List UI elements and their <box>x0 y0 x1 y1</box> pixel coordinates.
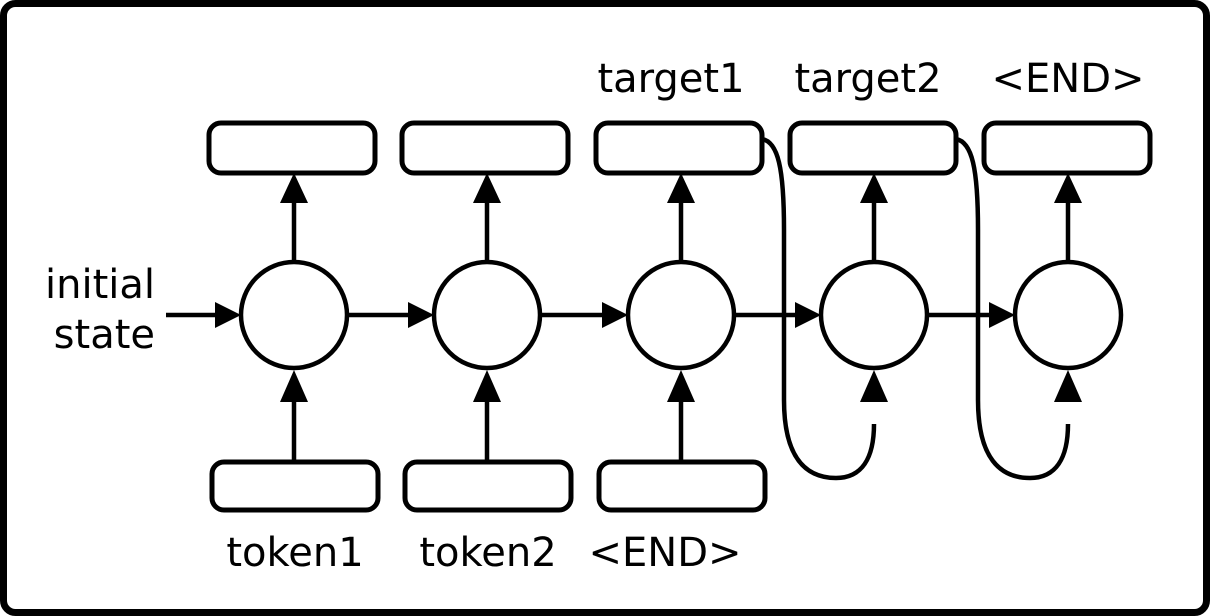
feedback-curve-2-to-3 <box>761 136 888 481</box>
input-box-0[interactable] <box>209 459 381 513</box>
input-box-2[interactable] <box>596 459 768 513</box>
rnn-cell-3[interactable] <box>818 259 930 371</box>
rnn-cell-2[interactable] <box>625 259 737 371</box>
output-label-end: <END> <box>991 56 1144 102</box>
input-box-1[interactable] <box>402 459 574 513</box>
recurrent-link-1-2 <box>540 302 628 328</box>
input-link-1 <box>473 370 501 462</box>
input-label-token1: token1 <box>226 530 363 576</box>
output-label-target2: target2 <box>794 56 941 102</box>
rnn-cell-0[interactable] <box>238 259 350 371</box>
initial-state-arrow <box>166 302 241 328</box>
output-link-0 <box>280 173 308 262</box>
input-label-token2: token2 <box>419 530 556 576</box>
rnn-cell-1[interactable] <box>431 259 543 371</box>
output-box-3[interactable] <box>787 120 959 176</box>
output-link-2 <box>667 173 695 262</box>
output-box-4[interactable] <box>981 120 1153 176</box>
output-label-target1: target1 <box>597 56 744 102</box>
initial-state-label-line1: initial <box>45 262 155 308</box>
recurrent-link-3-4 <box>927 302 1015 328</box>
output-box-1[interactable] <box>399 120 571 176</box>
output-box-2[interactable] <box>593 120 765 176</box>
output-box-0[interactable] <box>206 120 378 176</box>
feedback-curve-3-to-4 <box>955 136 1082 481</box>
rnn-cell-4[interactable] <box>1012 259 1124 371</box>
recurrent-link-2-3 <box>734 302 821 328</box>
input-label-end: <END> <box>588 530 741 576</box>
initial-state-label-line2: state <box>54 312 155 358</box>
output-link-3 <box>860 173 888 262</box>
input-link-2 <box>667 370 695 462</box>
output-link-4 <box>1054 173 1082 262</box>
output-link-1 <box>473 173 501 262</box>
input-link-0 <box>280 370 308 462</box>
recurrent-link-0-1 <box>347 302 434 328</box>
